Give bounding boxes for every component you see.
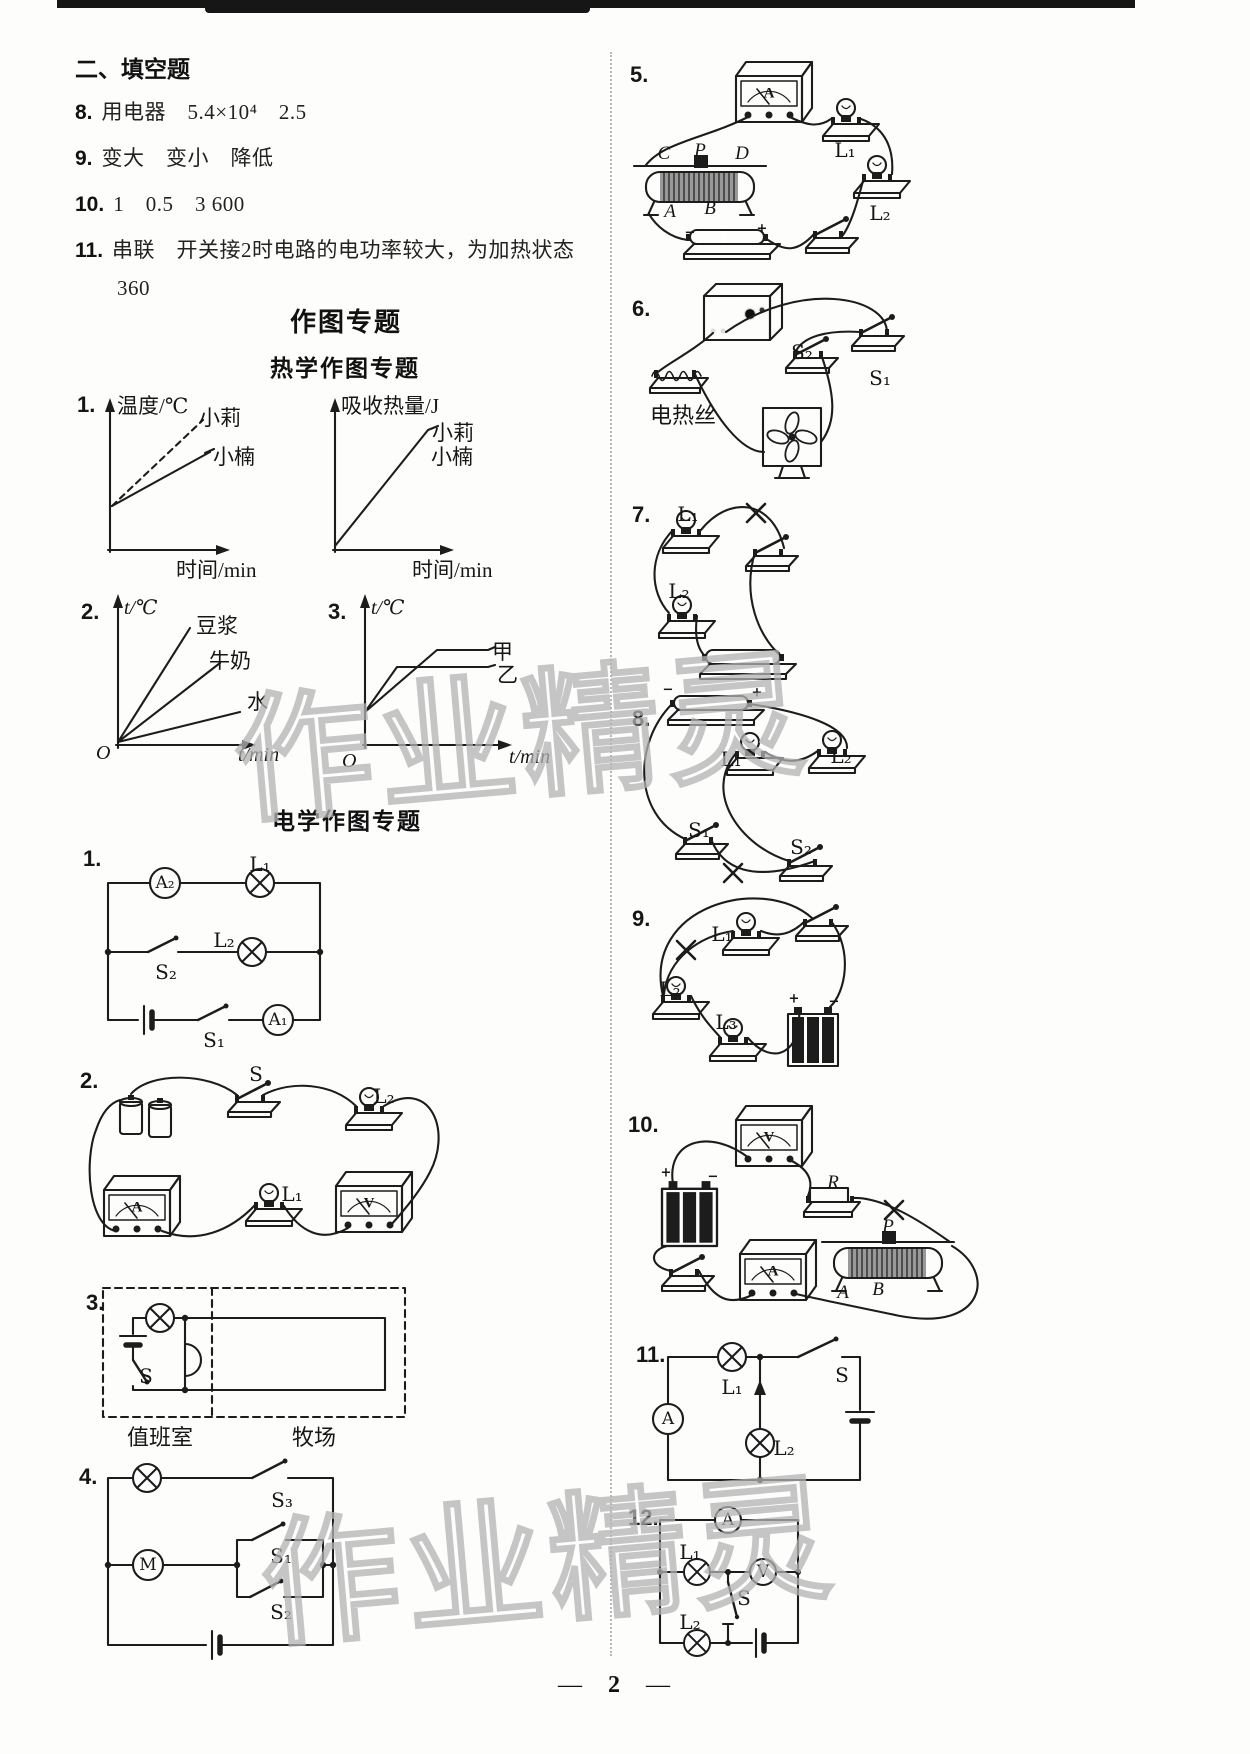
answer-item-11: 11. 串联 开关接2时电路的电功率较大，为加热状态 <box>75 234 575 264</box>
column-divider <box>610 52 612 1656</box>
heading-drawing-topics: 作图专题 <box>290 307 403 337</box>
answer-text: 串联 开关接2时电路的电功率较大，为加热状态 <box>112 238 575 262</box>
circuit-2-diagram <box>88 1076 440 1238</box>
circuit-3-diagram <box>101 1286 407 1419</box>
section-title-fill-blanks: 二、填空题 <box>75 56 190 82</box>
circuit-5-diagram <box>632 60 912 261</box>
answer-item-8: 8. 用电器 5.4×10⁴ 2.5 <box>75 96 307 126</box>
answer-item-continuation: 360 <box>108 276 150 301</box>
answer-number: 9. <box>75 147 93 170</box>
circuit-11-diagram <box>651 1336 876 1484</box>
scan-artifact-blob <box>205 0 590 13</box>
answer-item-10: 10. 1 0.5 3 600 <box>75 188 245 218</box>
page-footer: — 2 — <box>558 1672 670 1699</box>
thermal-graph-3 <box>360 594 512 750</box>
answer-number: 11. <box>75 239 104 262</box>
circuit-7-diagram <box>653 502 800 681</box>
answer-text: 变大 变小 降低 <box>101 146 274 170</box>
circuit-1-diagram <box>104 866 324 1037</box>
answer-text: 用电器 5.4×10⁴ 2.5 <box>101 100 307 124</box>
thermal-graph-1 <box>105 398 454 555</box>
footer-dash-left: — <box>558 1672 582 1698</box>
answer-number: 10. <box>75 193 105 216</box>
circuit-12-diagram <box>657 1505 801 1659</box>
circuit-8-diagram <box>643 694 867 884</box>
answer-text: 360 <box>117 276 150 300</box>
circuit-9-diagram <box>651 897 850 1068</box>
answer-item-9: 9. 变大 变小 降低 <box>75 142 274 172</box>
answer-number: 8. <box>75 101 93 124</box>
thermal-graph-2 <box>113 594 256 750</box>
answer-text: 1 0.5 3 600 <box>113 192 245 216</box>
circuit-10-diagram <box>652 1104 979 1320</box>
circuit-4-diagram <box>104 1458 337 1661</box>
scan-artifact-bar <box>57 0 1135 8</box>
circuit-6-diagram <box>648 282 906 480</box>
footer-dash-right: — <box>646 1672 670 1698</box>
heading-electrical-drawing: 电学作图专题 <box>272 808 422 834</box>
page-number: 2 <box>608 1672 620 1698</box>
heading-thermal-drawing: 热学作图专题 <box>270 355 420 381</box>
